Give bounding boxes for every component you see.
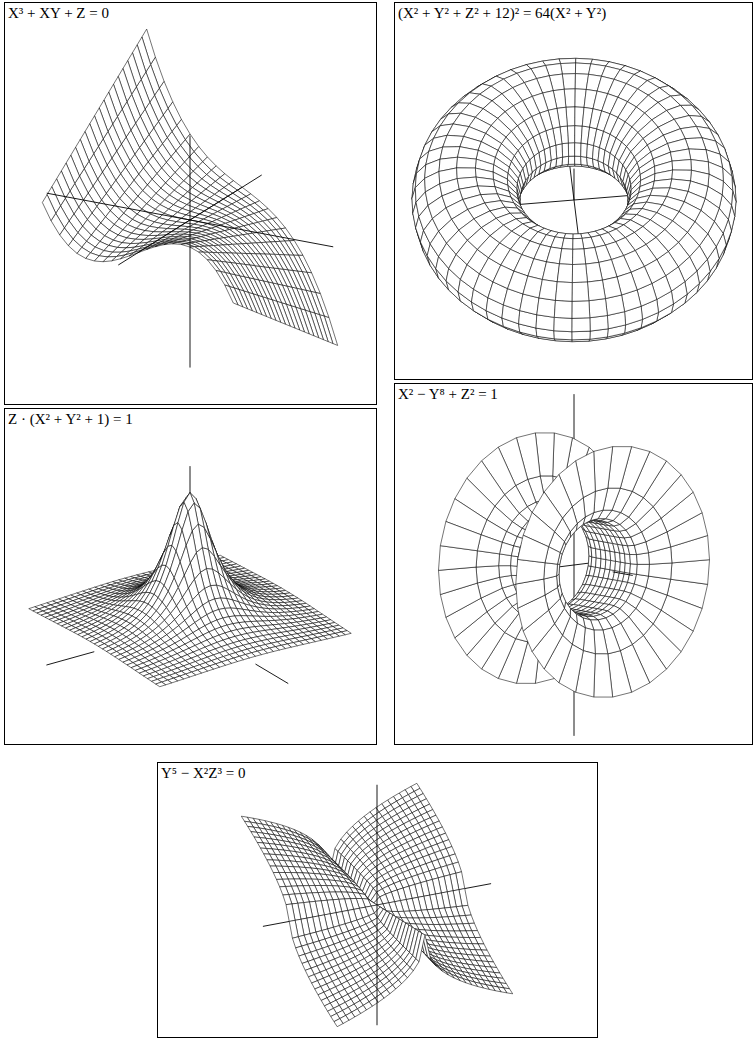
mesh-face	[672, 160, 691, 171]
mesh-face	[199, 252, 212, 260]
mesh-face	[554, 331, 572, 340]
mesh-face	[572, 318, 590, 332]
mesh-face	[542, 262, 559, 282]
mesh-face	[539, 280, 557, 301]
mesh-face	[568, 156, 574, 164]
mesh-face	[207, 260, 220, 272]
mesh-face	[584, 247, 599, 264]
mesh-face	[559, 58, 576, 63]
mesh-face	[554, 300, 572, 318]
mesh-face	[120, 253, 133, 259]
mesh-face	[476, 177, 495, 187]
mesh-face	[225, 285, 238, 305]
mesh-face	[572, 282, 589, 301]
mesh-face	[564, 234, 573, 239]
mesh-face	[42, 195, 55, 221]
surface-mesh	[29, 466, 351, 687]
mesh-face	[190, 247, 203, 252]
mesh-face	[457, 168, 476, 179]
mesh-face	[559, 249, 572, 265]
mesh-face	[216, 271, 229, 287]
mesh-face	[573, 238, 584, 249]
mesh-face	[562, 74, 575, 90]
mesh-face	[589, 299, 608, 318]
mesh-face	[670, 149, 690, 161]
axis-line	[190, 136, 191, 368]
mesh-face	[575, 143, 581, 157]
mesh-face	[582, 237, 595, 249]
axis-line	[574, 169, 575, 200]
surface-mesh	[412, 58, 736, 341]
mesh-face	[546, 247, 561, 264]
mesh-face	[586, 262, 603, 282]
mesh-face	[573, 249, 586, 265]
mesh-face	[590, 315, 608, 331]
mesh-face	[572, 331, 590, 340]
surface-mesh	[42, 29, 337, 367]
mesh-face	[561, 63, 576, 74]
mesh-face	[572, 301, 590, 319]
mesh-face	[181, 244, 194, 247]
mesh-face	[572, 264, 587, 283]
mesh-face	[562, 238, 573, 249]
mesh-face	[457, 157, 477, 168]
mesh-face	[573, 234, 582, 239]
mesh-face	[581, 156, 588, 165]
mesh-face	[458, 147, 479, 159]
mesh-face	[587, 280, 605, 301]
mesh-face	[581, 143, 588, 157]
mesh-face	[562, 156, 569, 165]
mesh-face	[575, 63, 590, 74]
mesh-face	[554, 317, 572, 331]
mesh-face	[557, 264, 572, 283]
mesh-face	[575, 156, 581, 164]
mesh-face	[562, 143, 569, 157]
mesh-face	[653, 179, 672, 188]
mesh-face	[537, 298, 556, 317]
mesh-face	[568, 143, 574, 157]
mesh-face	[478, 186, 498, 195]
mesh-face	[602, 277, 621, 299]
mesh-face	[555, 282, 572, 302]
mesh-face	[567, 126, 574, 143]
